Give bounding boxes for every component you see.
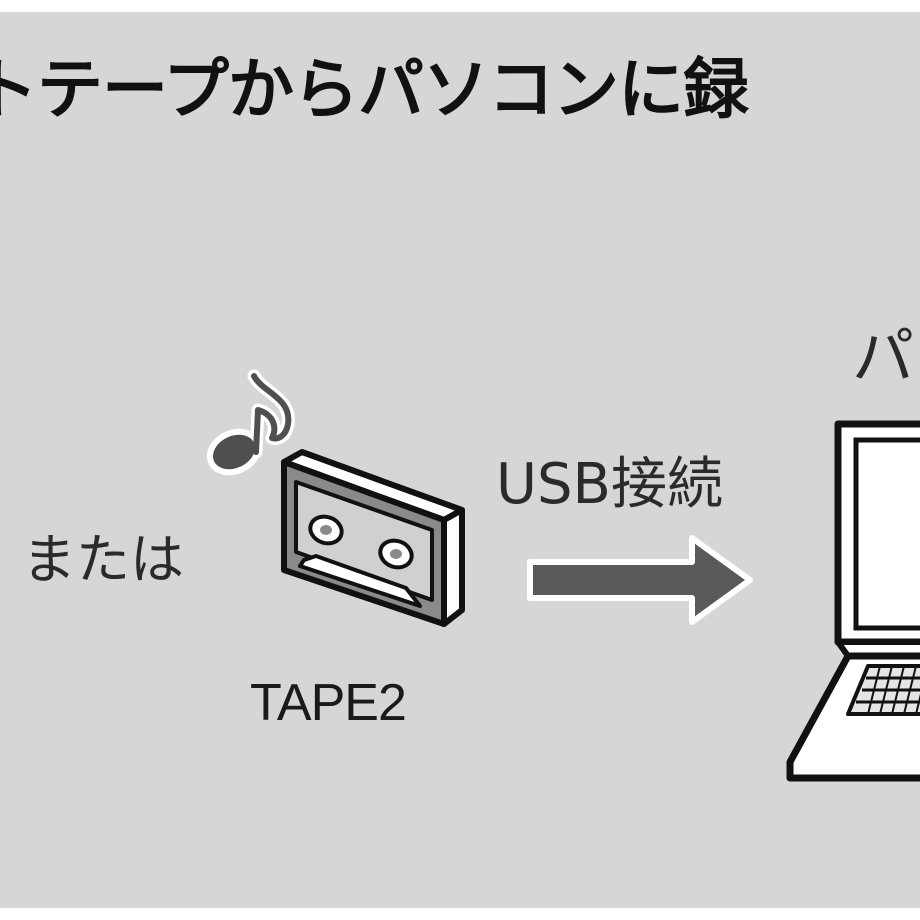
usb-connection-label: USB接続: [496, 452, 723, 517]
or-label: または: [22, 528, 184, 591]
diagram-panel: [0, 12, 920, 908]
music-note-icon: [206, 369, 295, 476]
diagram-title: トテープからパソコンに録: [0, 51, 749, 128]
pc-label: パ: [852, 320, 915, 393]
tape-label: TAPE2: [250, 674, 407, 732]
cassette-tape-icon: [281, 449, 465, 627]
arrow-right-icon: [527, 535, 753, 625]
laptop-icon: [786, 420, 920, 782]
